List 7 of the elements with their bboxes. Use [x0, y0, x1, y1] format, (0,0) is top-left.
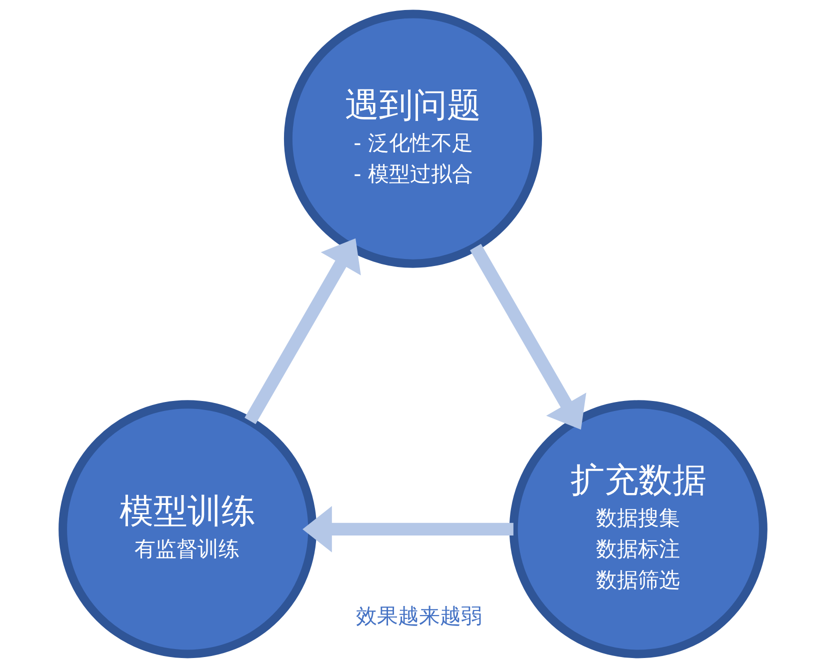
- node-circle: 遇到问题 - 泛化性不足 - 模型过拟合: [284, 10, 542, 268]
- arrow: [470, 244, 586, 430]
- node-circle: 模型训练 有监督训练: [58, 400, 317, 658]
- edge-label: 效果越来越弱: [356, 603, 482, 628]
- node-circle: 扩充数据 数据搜集 数据标注 数据筛选: [509, 400, 768, 658]
- arrow: [244, 238, 361, 424]
- arrow: [302, 506, 514, 552]
